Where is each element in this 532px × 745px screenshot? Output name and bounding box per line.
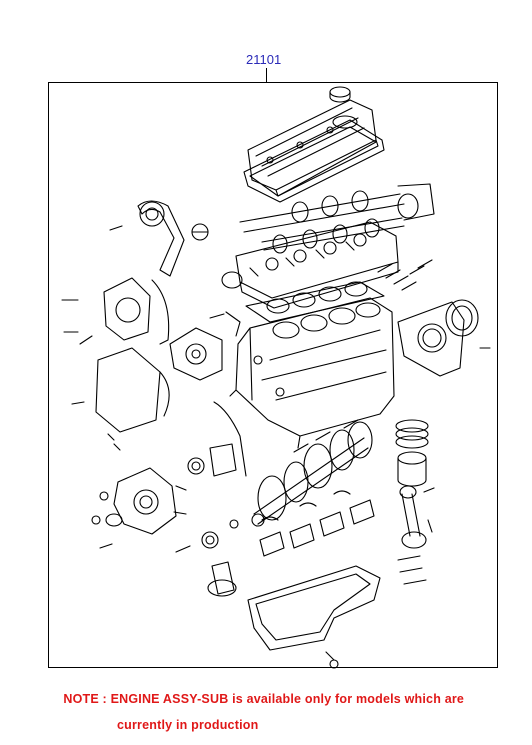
main-bearing-caps: [259, 490, 375, 557]
head-gasket: [245, 281, 385, 323]
valve-cover-gasket: [243, 119, 385, 203]
valve-cover: [247, 99, 379, 197]
crank-pulley-seals: [175, 519, 239, 553]
pistons-and-rings: [395, 419, 429, 487]
part-number-label: 21101: [246, 52, 282, 67]
camshafts: [239, 183, 435, 254]
cylinder-head: [221, 221, 399, 309]
diagram-frame: [48, 82, 498, 668]
cylinder-block: [229, 297, 395, 449]
oil-pump: [105, 467, 187, 535]
oil-pan: [247, 565, 381, 669]
note-line-1: NOTE : ENGINE ASSY-SUB is available only…: [63, 692, 465, 706]
oil-strainer: [207, 561, 237, 597]
rear-oil-seal-housing: [397, 299, 491, 377]
connecting-rods: [397, 485, 435, 585]
small-seals-and-bolts: [61, 299, 247, 549]
timing-belt-covers: [95, 277, 170, 433]
valves: [377, 259, 433, 291]
part-number-leader-line: [266, 68, 267, 82]
timing-belt: [109, 200, 209, 277]
water-pump: [169, 311, 241, 381]
oil-filler-cap: [329, 86, 351, 103]
note-line-2: currently in production: [117, 718, 259, 732]
availability-note: NOTE : ENGINE ASSY-SUB is available only…: [56, 680, 526, 745]
engine-exploded-view: [61, 86, 491, 669]
crankshaft: [251, 419, 373, 527]
